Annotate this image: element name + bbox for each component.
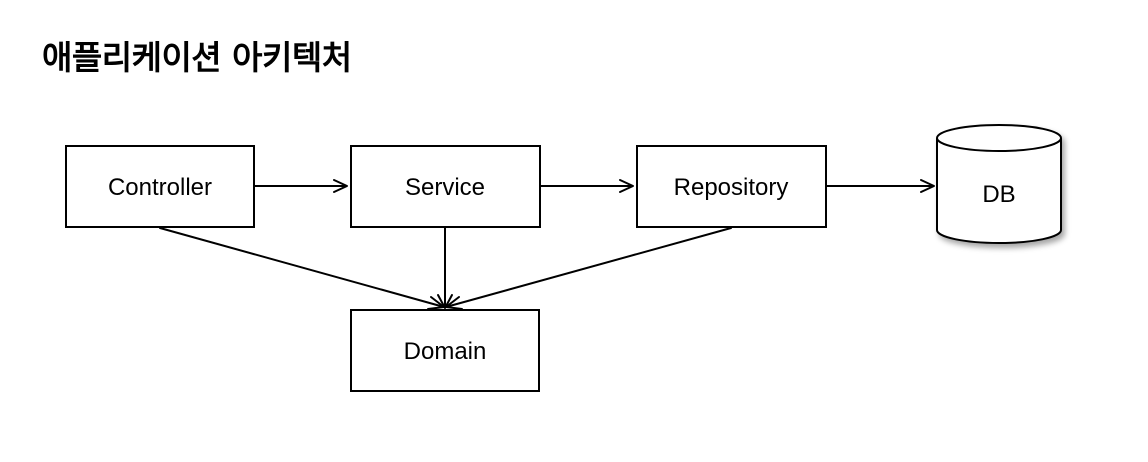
node-repository: Repository: [636, 145, 827, 228]
edge-service-repository: [539, 179, 634, 193]
node-controller-label: Controller: [108, 174, 212, 201]
node-db: DB: [936, 124, 1062, 244]
edge-controller-domain: [159, 227, 445, 310]
node-service-label: Service: [405, 174, 485, 201]
node-controller: Controller: [65, 145, 255, 228]
edge-controller-service: [254, 179, 348, 193]
node-domain: Domain: [350, 309, 540, 392]
diagram-title: 애플리케이션 아키텍처: [42, 38, 352, 77]
edges: [159, 179, 935, 310]
node-domain-label: Domain: [404, 338, 487, 365]
edge-repository-domain: [445, 227, 732, 310]
node-db-label: DB: [982, 181, 1015, 208]
edge-service-domain: [437, 227, 453, 309]
edge-repository-db: [825, 179, 935, 193]
node-repository-label: Repository: [674, 174, 789, 201]
node-service: Service: [350, 145, 541, 228]
